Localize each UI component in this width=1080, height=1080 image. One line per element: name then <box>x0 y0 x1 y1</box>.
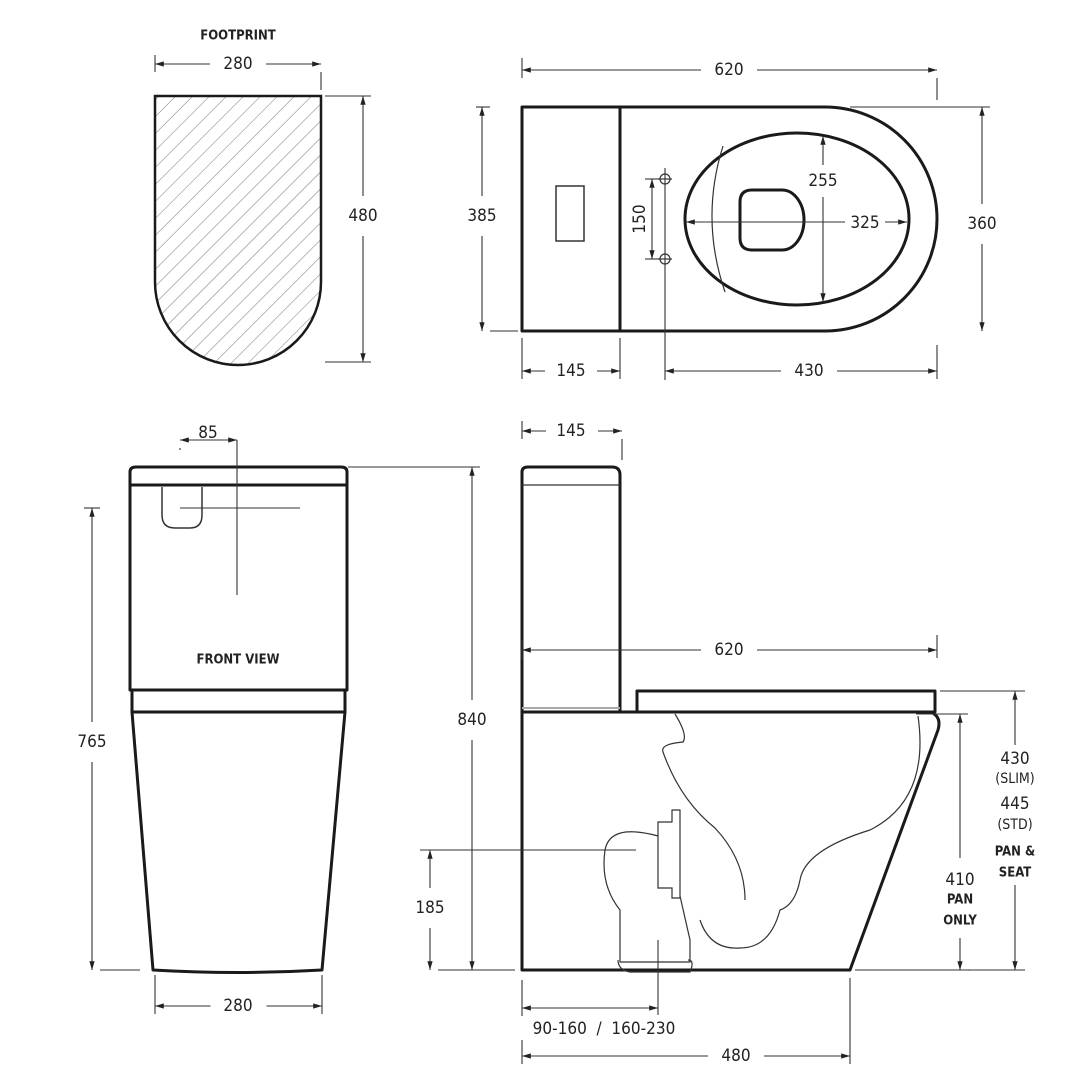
dim-footprint-depth: 480 <box>348 206 377 226</box>
front-seat-band <box>130 688 347 714</box>
side-view <box>420 465 941 1015</box>
slim-label: (SLIM) <box>995 771 1034 787</box>
fixing-hole-icon <box>658 168 672 380</box>
dim-top-tank-length: 145 <box>556 361 585 381</box>
dim-front-outlet-offset: 85 <box>198 423 217 443</box>
footprint-label: FOOTPRINT <box>200 29 276 44</box>
dimension-labels: 280 480 620 385 360 145 430 150 255 325 … <box>77 54 1035 1066</box>
dim-top-width: 360 <box>967 214 996 234</box>
flush-button <box>555 185 585 242</box>
dim-front-base-width: 280 <box>223 996 252 1016</box>
dim-footprint-width: 280 <box>223 54 252 74</box>
dim-top-pan-length: 430 <box>794 361 823 381</box>
dim-side-tank-depth: 145 <box>556 421 585 441</box>
only-label: ONLY <box>943 914 977 929</box>
dim-pan-seat-std: 445 <box>1000 794 1029 814</box>
dim-top-tank-depth: 385 <box>467 206 496 226</box>
dim-outlet-height: 185 <box>415 898 444 918</box>
bowl-trapway <box>662 713 921 949</box>
dim-seat-inner-length: 325 <box>850 213 879 233</box>
dim-pan-seat-slim: 430 <box>1000 749 1029 769</box>
outlet-cutout <box>161 487 203 529</box>
dimension-lines <box>84 55 1025 1064</box>
dim-top-length: 620 <box>714 60 743 80</box>
dim-front-height: 765 <box>77 732 106 752</box>
dim-seat-inner-width: 255 <box>808 171 837 191</box>
dim-side-length: 620 <box>714 640 743 660</box>
seat-hinge-line <box>711 145 726 293</box>
footprint-shape <box>153 94 323 367</box>
seat-label: SEAT <box>999 866 1031 881</box>
dim-set-out: 90-160 / 160-230 <box>533 1019 676 1039</box>
front-view-label: FRONT VIEW <box>196 653 279 668</box>
seat-opening <box>683 131 911 307</box>
top-pan <box>620 105 939 333</box>
std-label: (STD) <box>997 817 1032 833</box>
front-view: FRONT VIEW <box>128 440 349 974</box>
dim-side-height: 840 <box>457 710 486 730</box>
dim-pan-only-height: 410 <box>945 870 974 890</box>
footprint-view: FOOTPRINT <box>153 29 323 367</box>
pan-and-label: PAN & <box>995 845 1036 860</box>
top-view <box>520 105 939 380</box>
front-tank-lid <box>128 465 349 487</box>
top-tank <box>520 105 622 333</box>
front-pan <box>130 710 347 974</box>
bowl-outlet <box>738 188 806 252</box>
dim-base-length: 480 <box>721 1046 750 1066</box>
dim-fixing-holes: 150 <box>630 204 650 233</box>
side-tank <box>520 465 622 712</box>
side-pan <box>520 710 941 972</box>
outlet-connector <box>603 809 691 963</box>
pan-label: PAN <box>947 893 973 908</box>
seat-lid <box>635 689 937 714</box>
